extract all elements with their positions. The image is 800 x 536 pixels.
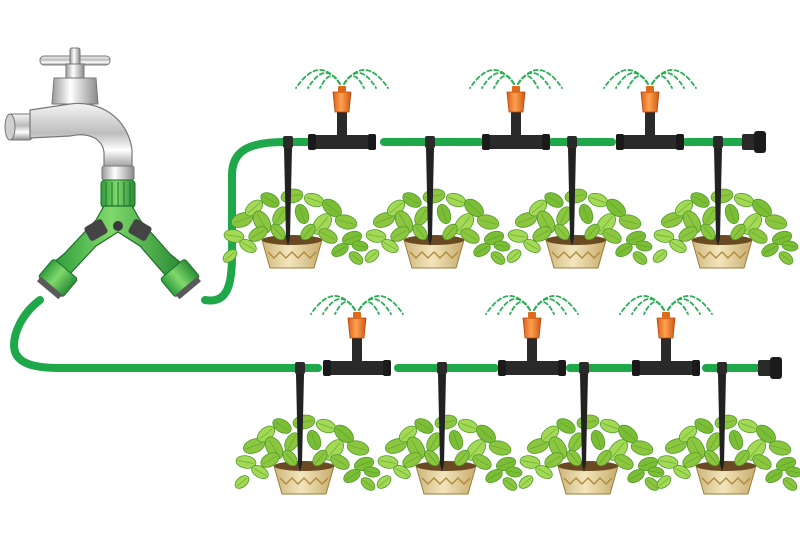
mist-sprinkler-icon: [485, 295, 579, 376]
end-cap-icon: [758, 357, 782, 379]
mist-sprinklers: [295, 69, 713, 376]
potted-plant-icon: [506, 188, 653, 269]
drip-stake-icon: [717, 362, 727, 472]
drip-stake-icon: [579, 362, 589, 472]
drip-stake-icon: [283, 136, 293, 246]
faucet-icon: [4, 47, 135, 181]
y-splitter-valve-icon: [36, 179, 202, 300]
potted-plant-icon: [518, 414, 665, 495]
potted-plant-icon: [656, 414, 800, 495]
drip-stake-icon: [437, 362, 447, 472]
potted-plants: [222, 136, 800, 495]
drip-stake-icon: [713, 136, 723, 246]
potted-plant-icon: [376, 414, 523, 495]
potted-plant-icon: [652, 188, 799, 269]
mist-sprinkler-icon: [469, 69, 563, 150]
drip-stake-icon: [425, 136, 435, 246]
drip-stake-icon: [567, 136, 577, 246]
mist-sprinkler-icon: [603, 69, 697, 150]
potted-plant-icon: [234, 414, 381, 495]
potted-plant-icon: [364, 188, 511, 269]
potted-plant-icon: [222, 188, 369, 269]
mist-sprinkler-icon: [295, 69, 389, 150]
end-cap-icon: [742, 131, 766, 153]
mist-sprinkler-icon: [310, 295, 404, 376]
mist-sprinkler-icon: [619, 295, 713, 376]
drip-stake-icon: [295, 362, 305, 472]
